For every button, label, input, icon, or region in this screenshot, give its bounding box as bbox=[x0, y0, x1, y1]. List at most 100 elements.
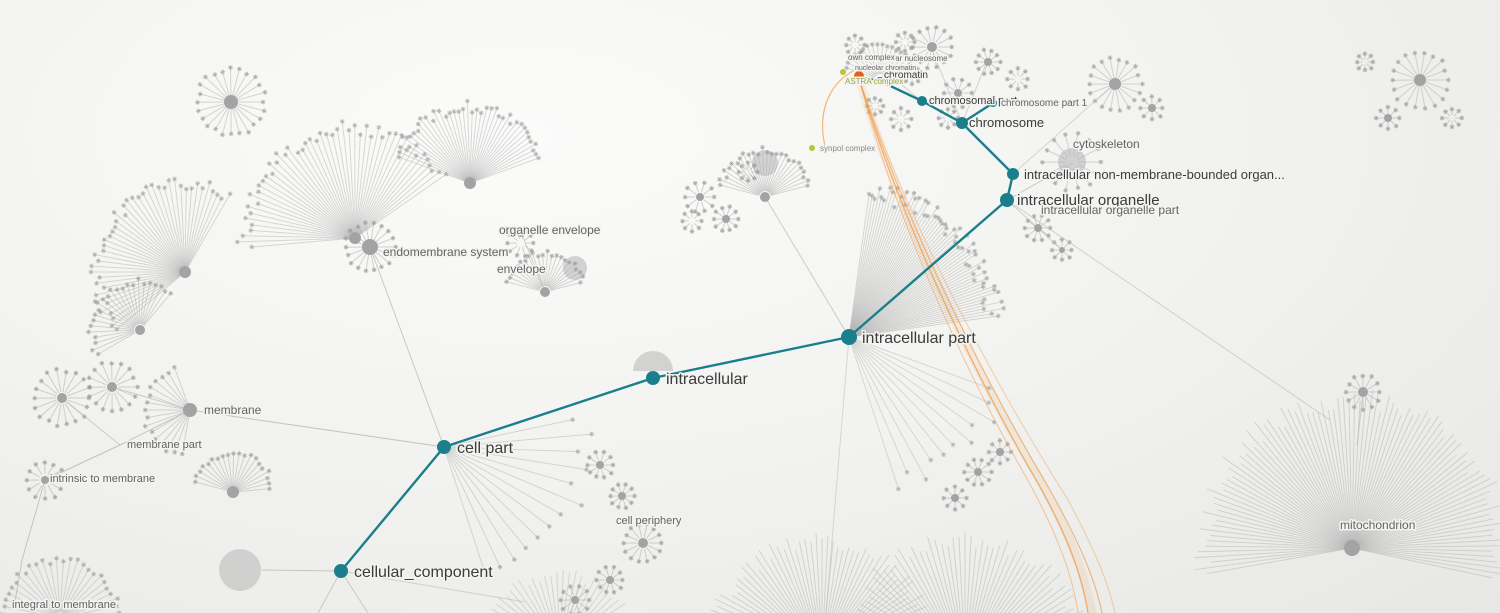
label-chromosome-part-1[interactable]: chromosome part 1 bbox=[1000, 97, 1090, 111]
cluster-fan bbox=[504, 228, 536, 259]
graph-node[interactable] bbox=[646, 371, 660, 385]
label-intracellular-organelle[interactable]: intracellular organelle bbox=[1016, 191, 1162, 211]
cluster-node[interactable] bbox=[349, 232, 361, 244]
selected-path-edge bbox=[443, 376, 654, 449]
cluster-node[interactable] bbox=[135, 325, 145, 335]
cluster-node[interactable] bbox=[974, 468, 982, 476]
label-integral-to-membrane[interactable]: integral to membrane bbox=[11, 598, 118, 613]
cluster-node[interactable] bbox=[1384, 114, 1392, 122]
cluster-node[interactable] bbox=[540, 287, 550, 297]
label-chromosomal-part[interactable]: chromosomal part bbox=[928, 94, 1019, 109]
cluster-node[interactable] bbox=[1358, 387, 1368, 397]
graph-edge bbox=[340, 570, 526, 603]
label-astra-complex[interactable]: ASTRA complex bbox=[844, 76, 905, 88]
cluster-node[interactable] bbox=[618, 492, 626, 500]
cluster-node[interactable] bbox=[464, 177, 476, 189]
cluster-node[interactable] bbox=[183, 403, 197, 417]
graph-node[interactable] bbox=[334, 564, 348, 578]
accent-node[interactable] bbox=[809, 145, 815, 151]
cluster-node[interactable] bbox=[1414, 74, 1426, 86]
graph-node[interactable] bbox=[1000, 193, 1014, 207]
label-chromosome[interactable]: chromosome bbox=[968, 114, 1046, 132]
cluster-node[interactable] bbox=[696, 193, 704, 201]
cluster-node[interactable] bbox=[927, 42, 937, 52]
label-intracellular-non-membrane-bounded-organ[interactable]: intracellular non-membrane-bounded organ… bbox=[1023, 166, 1287, 184]
cluster-fan bbox=[1138, 93, 1165, 122]
cluster-fan bbox=[680, 208, 704, 234]
highlighted-node[interactable] bbox=[854, 71, 864, 81]
cluster-fan bbox=[844, 41, 917, 79]
cluster-node[interactable] bbox=[1148, 104, 1156, 112]
selected-path-edge bbox=[848, 199, 1008, 338]
graph-edge bbox=[21, 479, 46, 561]
cluster-node[interactable] bbox=[1344, 540, 1360, 556]
label-cytoskeleton[interactable]: cytoskeleton bbox=[1072, 136, 1142, 153]
label-membrane-part[interactable]: membrane part bbox=[126, 438, 204, 453]
cluster-fan bbox=[888, 105, 914, 133]
selected-path-edge bbox=[961, 101, 994, 125]
cluster-node[interactable] bbox=[107, 382, 117, 392]
cluster-fan bbox=[504, 248, 586, 291]
graph-node[interactable] bbox=[917, 96, 927, 106]
label-chromatin[interactable]: chromatin bbox=[883, 69, 930, 83]
cluster-node[interactable] bbox=[179, 266, 191, 278]
graph-edge bbox=[261, 569, 342, 572]
orange-flow-edge bbox=[822, 70, 854, 147]
cluster-node[interactable] bbox=[760, 192, 770, 202]
graph-edge bbox=[340, 570, 369, 613]
label-synpol-complex[interactable]: synpol complex bbox=[819, 143, 877, 155]
cluster-fan bbox=[445, 417, 595, 579]
selected-path-edge bbox=[652, 335, 850, 380]
cluster-node[interactable] bbox=[722, 215, 730, 223]
cluster-node[interactable] bbox=[227, 486, 239, 498]
label-nucleolar-chromatin[interactable]: nucleolar chromatin bbox=[854, 64, 918, 74]
label-organelle-envelope[interactable]: organelle envelope bbox=[498, 222, 603, 239]
cluster-fan bbox=[717, 144, 811, 196]
cluster-node[interactable] bbox=[596, 461, 604, 469]
cluster-node[interactable] bbox=[954, 89, 962, 97]
label-intrinsic-to-membrane[interactable]: intrinsic to membrane bbox=[49, 472, 157, 487]
label-cell-periphery[interactable]: cell periphery bbox=[615, 514, 684, 529]
cluster-node[interactable] bbox=[996, 448, 1004, 456]
cluster-node[interactable] bbox=[1109, 78, 1121, 90]
cluster-node[interactable] bbox=[224, 95, 238, 109]
cluster-node[interactable] bbox=[571, 596, 579, 604]
cluster-node[interactable] bbox=[362, 239, 378, 255]
cluster-fan bbox=[1039, 130, 1104, 193]
graph-node[interactable] bbox=[1007, 168, 1019, 180]
cluster-node[interactable] bbox=[57, 393, 67, 403]
label-endomembrane-system[interactable]: endomembrane system bbox=[382, 244, 510, 261]
cluster-node[interactable] bbox=[1059, 247, 1065, 253]
label-cellular-component[interactable]: cellular_component bbox=[353, 563, 495, 583]
label-intracellular-part[interactable]: intracellular part bbox=[861, 329, 978, 349]
accent-node[interactable] bbox=[840, 69, 846, 75]
cluster-node[interactable] bbox=[951, 494, 959, 502]
cluster-node[interactable] bbox=[41, 476, 49, 484]
label-cell-part[interactable]: cell part bbox=[456, 439, 516, 459]
graph-node[interactable] bbox=[876, 77, 884, 85]
label-own-complex[interactable]: own complex bbox=[847, 52, 897, 64]
cluster-node[interactable] bbox=[606, 576, 614, 584]
cluster-fan bbox=[736, 160, 760, 184]
cluster-fan bbox=[1439, 106, 1465, 130]
cluster-node[interactable] bbox=[984, 58, 992, 66]
graph-edge bbox=[119, 409, 191, 446]
graph-node[interactable] bbox=[841, 329, 857, 345]
cluster-node[interactable] bbox=[1034, 224, 1042, 232]
label-mitochondrion[interactable]: mitochondrion bbox=[1339, 517, 1417, 534]
graph-node[interactable] bbox=[956, 117, 968, 129]
label-nuclear-nucleosome[interactable]: nuclear nucleosome bbox=[875, 53, 950, 65]
label-intracellular-organelle-part[interactable]: intracellular organelle part bbox=[1040, 202, 1182, 219]
orange-flow-edge bbox=[858, 77, 1079, 613]
cluster-disc bbox=[219, 549, 261, 591]
graph-node[interactable] bbox=[989, 99, 997, 107]
cluster-fan bbox=[88, 176, 233, 332]
cluster-node[interactable] bbox=[516, 227, 526, 237]
cluster-node[interactable] bbox=[638, 538, 648, 548]
label-envelope[interactable]: envelope bbox=[496, 261, 548, 278]
label-membrane[interactable]: membrane bbox=[203, 402, 264, 419]
label-intracellular[interactable]: intracellular bbox=[665, 370, 750, 390]
graph-node[interactable] bbox=[437, 440, 451, 454]
